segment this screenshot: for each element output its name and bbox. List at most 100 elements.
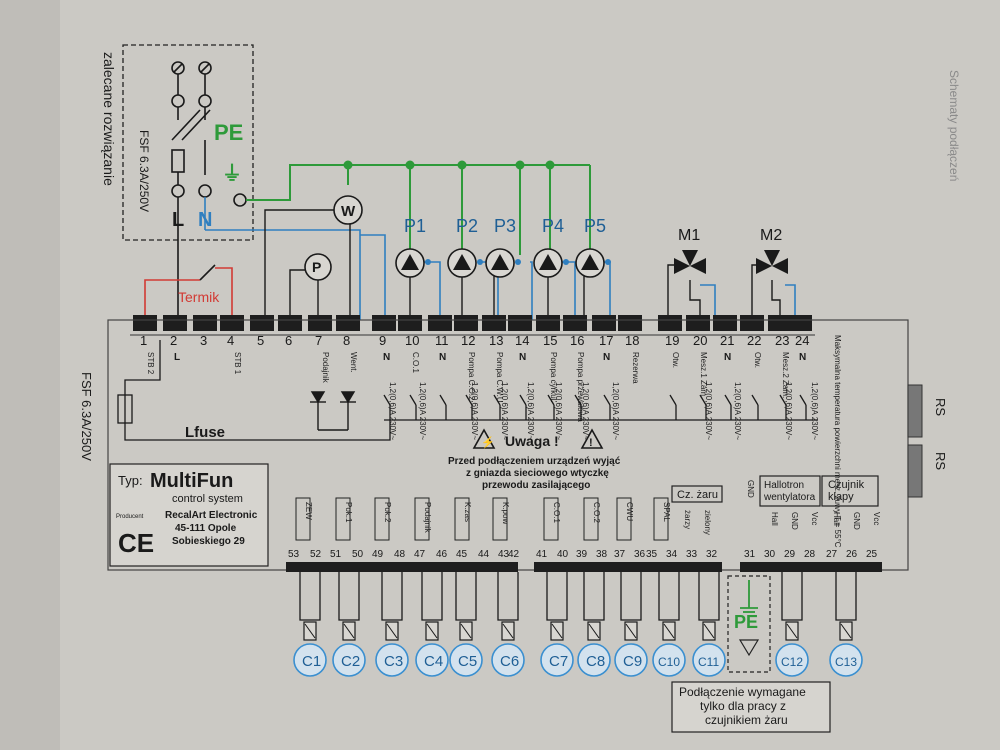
connector-c4: C4 xyxy=(415,572,449,677)
top-terminal-number: 1 xyxy=(140,333,147,348)
top-terminal-number: 8 xyxy=(343,333,350,348)
svg-text:!: ! xyxy=(589,437,593,449)
pe-label: PE xyxy=(214,120,243,145)
top-terminal-8 xyxy=(336,315,360,331)
terminal-caption: Pompa C.W.U xyxy=(495,352,504,403)
hall-pin-2: GND xyxy=(790,512,799,530)
hall-title-2: wentylatora xyxy=(763,492,816,503)
producer-street: Sobieskiego 29 xyxy=(172,536,245,547)
w-label: W xyxy=(341,203,356,220)
bottom-terminal-41: 41 xyxy=(536,549,548,560)
top-terminal-number: 11 xyxy=(435,333,449,348)
bottom-terminal-36: 36 xyxy=(634,549,646,560)
rs-label-1: RS xyxy=(933,398,948,416)
bottom-terminal-38: 38 xyxy=(596,549,608,560)
connector-label: C12 xyxy=(781,655,803,669)
top-terminal-18 xyxy=(618,315,642,331)
flap-title-2: klapy xyxy=(828,491,854,503)
bottom-terminal-48: 48 xyxy=(394,549,406,560)
relay-rating: 1,2(0,6)A 230V~ xyxy=(810,382,819,440)
warning-line3: przewodu zasilającego xyxy=(482,480,590,491)
top-terminal-number: 21 xyxy=(720,333,734,348)
gnd-label: GND xyxy=(746,480,755,498)
triacs xyxy=(310,391,356,431)
producer-name: RecalArt Electronic xyxy=(165,510,258,521)
pump-label: P2 xyxy=(456,216,478,236)
terminal-caption: C.O.1 xyxy=(411,352,420,373)
top-terminal-7 xyxy=(308,315,332,331)
bottom-terminal-30: 30 xyxy=(764,549,776,560)
typ-prefix: Typ: xyxy=(118,473,143,488)
warning-line1: Przed podłączeniem urządzeń wyjąć xyxy=(448,456,621,467)
connector-label: C8 xyxy=(586,653,605,670)
top-terminal-number: 22 xyxy=(747,333,761,348)
top-terminal-12 xyxy=(454,315,478,331)
connector-label: C1 xyxy=(302,653,321,670)
fuse-box-caption-2: zalecane rozwiązanie xyxy=(101,52,117,186)
flap-title-1: Czujnik xyxy=(828,479,865,491)
left-fuse-label: FSF 6.3A/250V xyxy=(79,372,94,461)
connector-label: C4 xyxy=(424,653,443,670)
terminal-caption: STB 1 xyxy=(233,352,242,375)
bottom-terminal-26: 26 xyxy=(846,549,858,560)
top-terminal-9 xyxy=(372,315,396,331)
rs-connectors: RS RS xyxy=(907,384,948,498)
terminal-caption: Went. xyxy=(349,352,358,373)
termik-label: Termik xyxy=(178,289,220,305)
top-terminal-number: 19 xyxy=(665,333,679,348)
top-terminal-5 xyxy=(250,315,274,331)
terminal-caption: Otw. xyxy=(753,352,762,368)
l-label: L xyxy=(172,209,184,231)
hall-pin-1: Hall xyxy=(770,512,779,526)
terminal-caption: Podajnik xyxy=(321,352,330,384)
connector-label: C6 xyxy=(500,653,519,670)
pump-p4: P4 xyxy=(533,216,569,278)
top-terminal-number: 14 xyxy=(515,333,529,348)
device-subtitle: control system xyxy=(172,493,243,505)
top-terminal-24 xyxy=(788,315,812,331)
terminal-caption: Pompa cyrkul. xyxy=(549,352,558,403)
fuse-box-caption-1: FSF 6.3A/250V xyxy=(137,130,151,212)
bottom-terminal-43: 43 xyxy=(498,549,510,560)
connector-c12: C12 xyxy=(775,572,809,677)
l-wires xyxy=(264,209,781,320)
cz-zaru-title: Cz. żaru xyxy=(677,489,718,501)
top-terminal-11 xyxy=(428,315,452,331)
top-terminal-number: 5 xyxy=(257,333,264,348)
top-terminal-number: 13 xyxy=(489,333,503,348)
pump-label: P5 xyxy=(584,216,606,236)
ratings: 1,2(0,6)A 230V~ 1,2(0,6)A 230V~ 1,2(0,6)A … xyxy=(388,382,819,440)
page-header: Schematy podłączeń xyxy=(947,70,961,181)
top-terminal-number: 16 xyxy=(570,333,584,348)
connector-c1: C1 xyxy=(293,572,327,677)
producer-city: 45-111 Opole xyxy=(175,523,237,534)
sensor-tag: K.zas xyxy=(463,502,472,522)
pe-ground-icon: ⏚ xyxy=(222,162,242,185)
terminal-caption: Otw. xyxy=(671,352,680,368)
bottom-terminal-34: 34 xyxy=(666,549,678,560)
warning-block: ⚡ ! Uwaga ! Przed podłączeniem urządzeń … xyxy=(448,428,621,491)
terminal-caption: STB 2 xyxy=(146,352,155,375)
top-terminal-15 xyxy=(536,315,560,331)
top-terminal-number: 2 xyxy=(170,333,177,348)
hallotron-box: Hallotron wentylatora Hall GND Vcc xyxy=(759,475,821,530)
bottom-terminal-29: 29 xyxy=(784,549,796,560)
bottom-terminal-45: 45 xyxy=(456,549,468,560)
terminal-caption: N xyxy=(724,352,731,363)
flap-pin-1: Hall xyxy=(832,512,841,526)
bottom-terminal-25: 25 xyxy=(866,549,878,560)
relay-rating: 1,2(0,6)A 230V~ xyxy=(526,382,535,440)
top-terminal-1 xyxy=(133,315,157,331)
terminal-caption: N xyxy=(439,352,446,363)
sensor-tag: Pok.2 xyxy=(383,502,392,523)
top-terminal-number: 20 xyxy=(693,333,707,348)
device-name: MultiFun xyxy=(150,470,233,492)
connector-c6: C6 xyxy=(491,572,525,677)
top-terminal-20 xyxy=(686,315,710,331)
p-label: P xyxy=(312,259,321,275)
top-terminal-13 xyxy=(482,315,506,331)
relay-rating: 1,2(0,6)A 230V~ xyxy=(704,382,713,440)
relay-rating: 1,2(0,6)A 230V~ xyxy=(554,382,563,440)
relay-rating: 1,2(0,6)A 230V~ xyxy=(611,382,620,440)
